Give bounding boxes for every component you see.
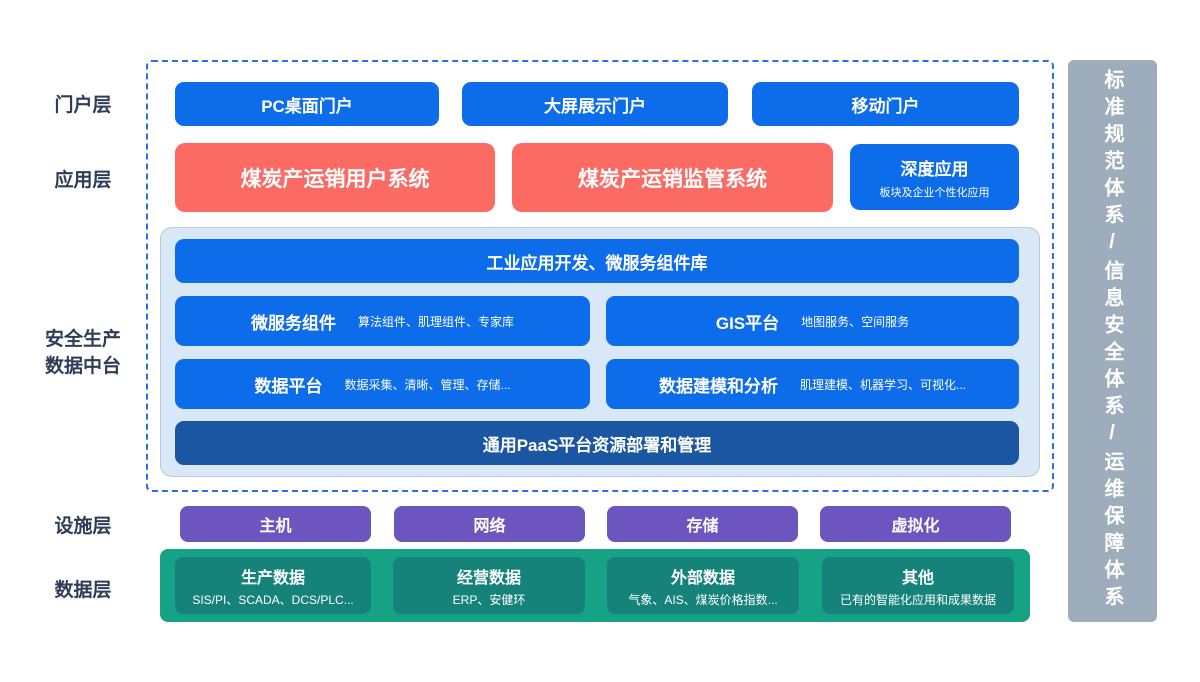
deep-app-subtitle: 板块及企业个性化应用 (879, 186, 990, 199)
facility-network: 网络 (394, 506, 585, 542)
mid-cell-modeling-subtitle: 肌理建模、机器学习、可视化... (799, 377, 966, 392)
data-production-subtitle: SIS/PI、SCADA、DCS/PLC... (192, 592, 354, 607)
mid-cell-modeling: 数据建模和分析 肌理建模、机器学习、可视化... (606, 359, 1019, 409)
mid-cell-gis-subtitle: 地图服务、空间服务 (801, 314, 910, 329)
mid-cell-gis-title: GIS平台 (715, 313, 780, 333)
portal-mobile: 移动门户 (752, 82, 1019, 126)
data-business: 经营数据 ERP、安健环 (393, 557, 585, 614)
layer-label-middle-platform: 安全生产 数据中台 (28, 326, 138, 380)
layer-label-facility: 设施层 (54, 516, 112, 537)
layer-label-middle-platform-line1: 安全生产 (44, 329, 121, 350)
mid-cell-data-platform: 数据平台 数据采集、清晰、管理、存储... (175, 359, 590, 409)
data-other: 其他 已有的智能化应用和成果数据 (822, 557, 1014, 614)
mid-cell-modeling-title: 数据建模和分析 (658, 376, 778, 396)
app-user-system: 煤炭产运销用户系统 (175, 143, 495, 212)
data-external-title: 外部数据 (670, 569, 735, 587)
layer-label-data: 数据层 (54, 580, 112, 601)
portal-big-screen: 大屏展示门户 (462, 82, 728, 126)
data-external: 外部数据 气象、AIS、煤炭价格指数... (607, 557, 799, 614)
data-other-subtitle: 已有的智能化应用和成果数据 (839, 592, 996, 607)
layer-label-application: 应用层 (54, 170, 112, 191)
mid-cell-data-platform-subtitle: 数据采集、清晰、管理、存储... (344, 377, 511, 392)
facility-virtualization: 虚拟化 (820, 506, 1011, 542)
data-production-title: 生产数据 (240, 569, 305, 587)
data-external-subtitle: 气象、AIS、煤炭价格指数... (628, 592, 778, 607)
standards-security-ops-text: 标准规范体系/信息安全体系/运维保障体系 (1101, 69, 1123, 613)
mid-cell-microservice-title: 微服务组件 (250, 313, 336, 333)
data-production: 生产数据 SIS/PI、SCADA、DCS/PLC... (175, 557, 371, 614)
mid-paas-bar: 通用PaaS平台资源部署和管理 (175, 421, 1019, 465)
deep-app-title: 深度应用 (900, 159, 969, 179)
facility-storage: 存储 (607, 506, 798, 542)
app-supervision-system: 煤炭产运销监管系统 (512, 143, 833, 212)
data-business-subtitle: ERP、安健环 (452, 592, 526, 607)
standards-security-ops-bar: 标准规范体系/信息安全体系/运维保障体系 (1068, 60, 1157, 622)
platform-dashed-frame (146, 60, 1054, 492)
portal-pc-desktop: PC桌面门户 (175, 82, 439, 126)
mid-cell-gis: GIS平台 地图服务、空间服务 (606, 296, 1019, 346)
app-deep-application: 深度应用 板块及企业个性化应用 (850, 144, 1019, 210)
data-business-title: 经营数据 (456, 569, 521, 587)
mid-cell-microservice: 微服务组件 算法组件、肌理组件、专家库 (175, 296, 590, 346)
layer-label-middle-platform-line2: 数据中台 (44, 356, 121, 377)
data-other-title: 其他 (901, 569, 934, 587)
mid-cell-microservice-subtitle: 算法组件、肌理组件、专家库 (357, 314, 514, 329)
mid-cell-data-platform-title: 数据平台 (254, 376, 323, 396)
facility-host: 主机 (180, 506, 371, 542)
layer-label-portal: 门户层 (54, 95, 112, 116)
mid-top-bar: 工业应用开发、微服务组件库 (175, 239, 1019, 283)
